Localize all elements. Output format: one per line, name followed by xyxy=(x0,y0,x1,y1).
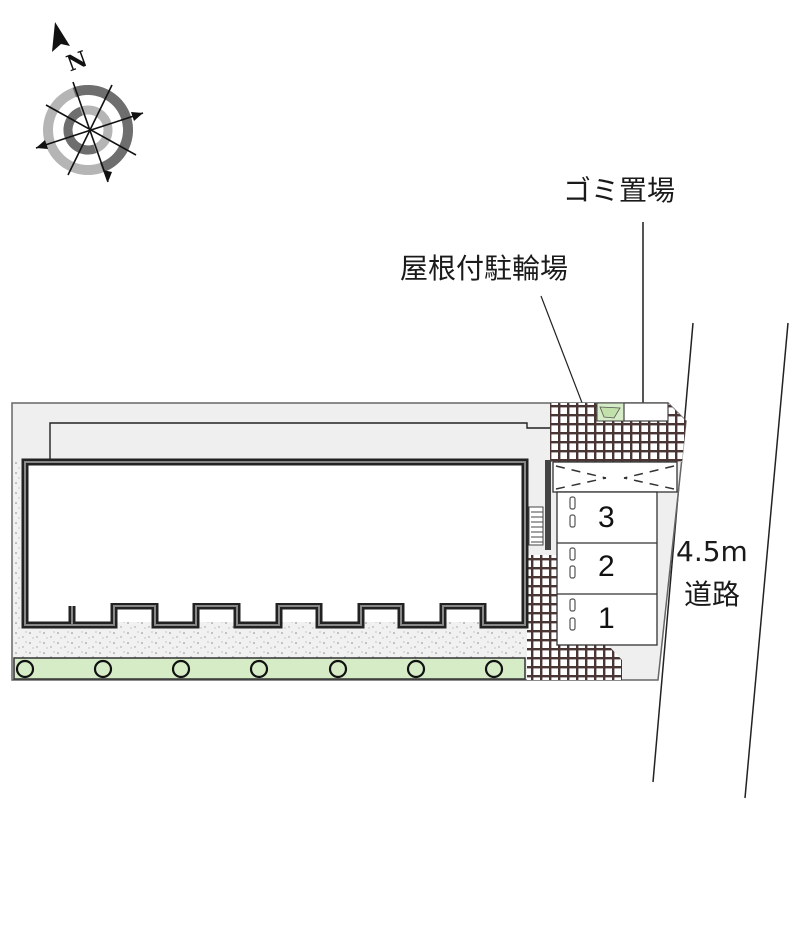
road-width-label: 4.5m xyxy=(676,535,748,568)
north-label: N xyxy=(63,46,91,77)
compass-rose-icon: N xyxy=(35,22,144,183)
tiled-area-bottom xyxy=(527,555,622,680)
bike-parking-label: 屋根付駐輪場 xyxy=(400,252,569,285)
tree-icons xyxy=(15,659,504,679)
road-label: 道路 xyxy=(684,578,741,611)
garbage-area xyxy=(623,402,669,422)
parking-space-3: 3 xyxy=(598,501,615,534)
roofed-bike-parking xyxy=(552,461,678,493)
wheel-stop-icons xyxy=(569,496,576,631)
hedge-strip xyxy=(13,657,526,680)
staircase xyxy=(528,460,551,550)
building-body xyxy=(21,458,529,629)
parking-lot xyxy=(556,491,658,646)
garbage-area-label: ゴミ置場 xyxy=(563,174,676,207)
road-edge-right xyxy=(744,322,789,799)
parking-space-2: 2 xyxy=(598,550,615,583)
road-edge-left xyxy=(652,322,694,783)
parking-space-1: 1 xyxy=(598,602,615,635)
